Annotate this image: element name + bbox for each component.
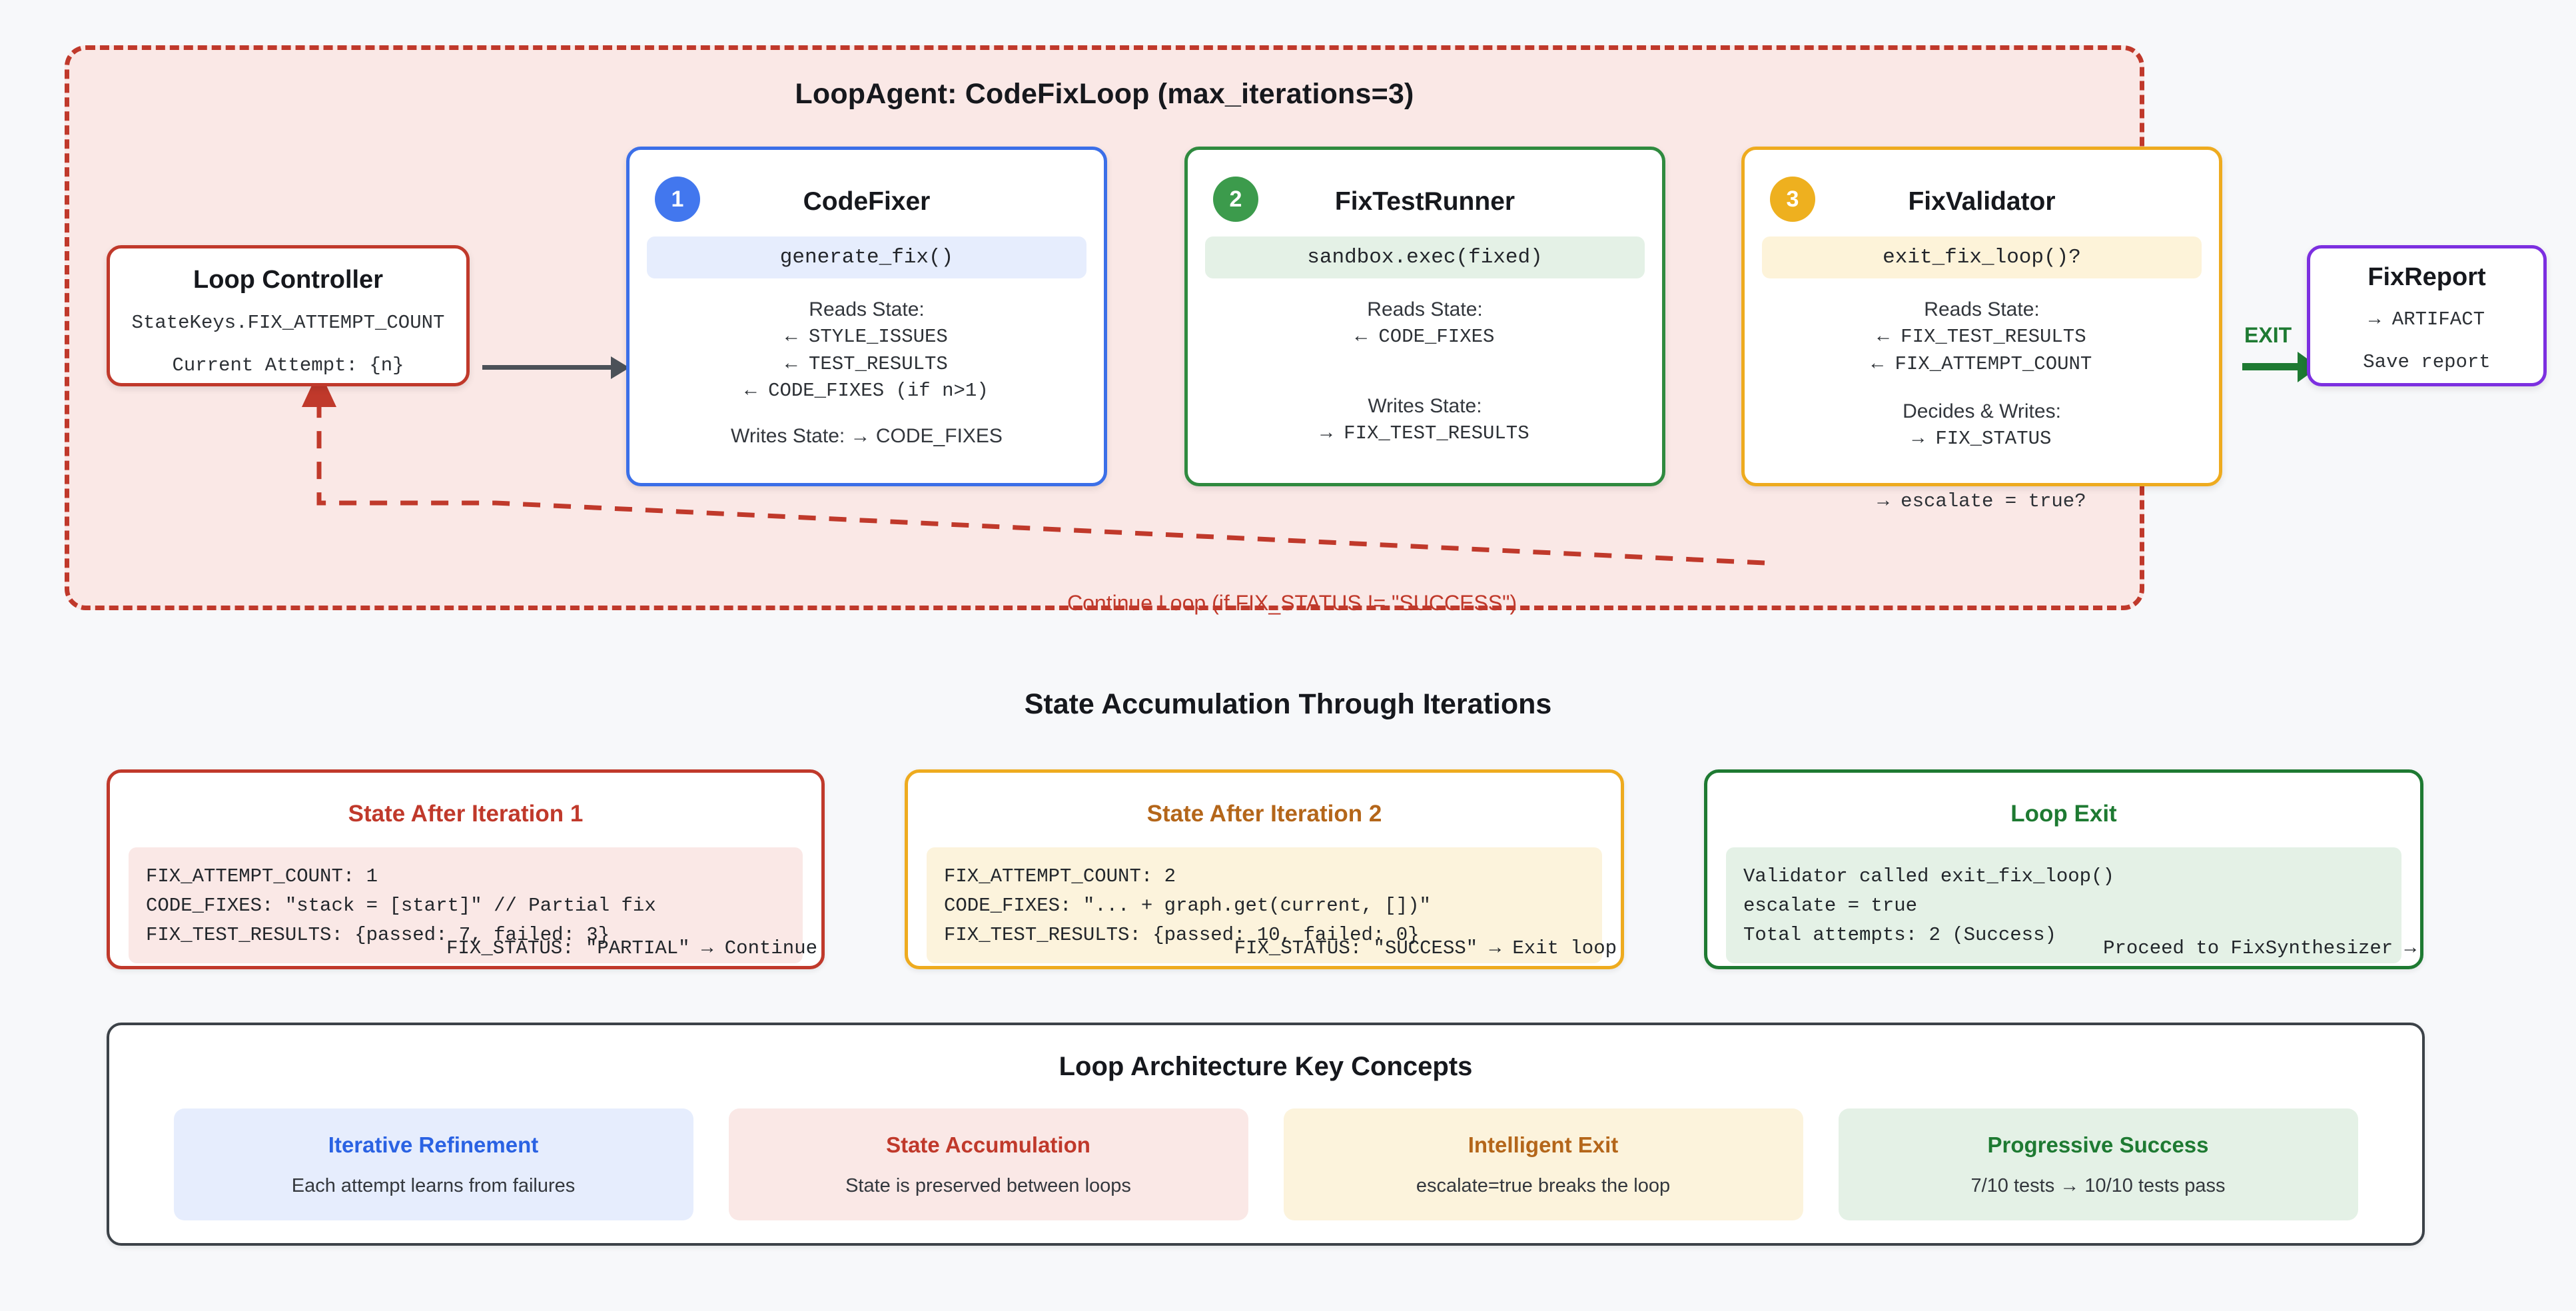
codefixer-step-badge: 1 [655,177,700,222]
fixtestrunner-title: FixTestRunner [1334,187,1515,216]
state-line: CODE_FIXES: "stack = [start]" // Partial… [146,895,656,917]
fixtestrunner-writes-label: Writes State: [1368,394,1482,417]
concept-desc: State is preserved between loops [845,1174,1131,1196]
state-card-footer: Proceed to FixSynthesizer → [2103,937,2416,959]
continue-loop-label: Continue Loop (if FIX_STATUS != "SUCCESS… [1067,591,1517,615]
state-card-title: State After Iteration 1 [348,801,584,827]
state-line: FIX_ATTEMPT_COUNT: 2 [944,865,1176,887]
state-line: CODE_FIXES: "... + graph.get(current, []… [944,895,1431,917]
codefixer-node[interactable]: 1 CodeFixer generate_fix() Reads State: … [626,147,1107,486]
state-line: Validator called exit_fix_loop() [1743,865,2114,887]
fixvalidator-escalate-note: → escalate = true? [1877,490,2086,512]
fixtestrunner-step-badge: 2 [1213,177,1258,222]
codefixer-writes-label: Writes State: → CODE_FIXES [731,424,1003,447]
concept-desc: escalate=true breaks the loop [1416,1174,1671,1196]
concept-card-progressive-success[interactable]: Progressive Success 7/10 tests → 10/10 t… [1838,1108,2358,1220]
codefixer-read-key: ← CODE_FIXES (if n>1) [745,380,989,402]
state-card-footer: FIX_STATUS: "PARTIAL" → Continue [446,937,817,959]
concept-title: Progressive Success [1987,1132,2209,1157]
fixvalidator-node[interactable]: 3 FixValidator exit_fix_loop()? Reads St… [1741,147,2222,512]
fixvalidator-read-key: ← FIX_ATTEMPT_COUNT [1871,352,2092,375]
state-line: FIX_TEST_RESULTS: {passed: 7, failed: 3} [146,924,610,947]
loop-controller-attempt: Current Attempt: {n} [172,354,404,377]
state-line: FIX_TEST_RESULTS: {passed: 10, failed: 0… [944,924,1420,947]
fixvalidator-reads-label: Reads State: [1924,298,2040,320]
arrow-exit-to-fixreport [2242,363,2299,370]
codefixer-read-key: ← TEST_RESULTS [785,352,948,375]
concept-card-iterative-refinement[interactable]: Iterative Refinement Each attempt learns… [173,1108,693,1220]
fixreport-artifact: → ARTIFACT [2368,308,2485,330]
codefixer-method-chip: generate_fix() [647,236,1086,278]
key-concepts-title: Loop Architecture Key Concepts [1059,1052,1473,1081]
fixreport-title: FixReport [2367,263,2486,291]
exit-label: EXIT [2244,323,2292,347]
fixvalidator-writes-label: Decides & Writes: [1903,400,2061,423]
arrow-controller-to-codefixer [482,365,612,370]
fixvalidator-title: FixValidator [1908,187,2056,216]
concept-title: Iterative Refinement [328,1132,539,1157]
concept-desc: 7/10 tests → 10/10 tests pass [1970,1174,2226,1196]
fixtestrunner-write-key: → FIX_TEST_RESULTS [1320,422,1529,444]
state-section-heading: State Accumulation Through Iterations [1024,688,1552,720]
state-card-footer: FIX_STATUS: "SUCCESS" → Exit loop [1234,937,1617,959]
codefixer-reads-label: Reads State: [809,298,925,320]
codefixer-read-key: ← STYLE_ISSUES [785,326,948,348]
state-card-body: Validator called exit_fix_loop() escalat… [1726,847,2401,964]
concept-desc: Each attempt learns from failures [291,1174,576,1196]
state-card-loop-exit[interactable]: Loop Exit Validator called exit_fix_loop… [1704,769,2423,969]
loop-controller-title: Loop Controller [193,266,383,294]
key-concepts-panel: Loop Architecture Key Concepts Iterative… [107,1023,2425,1246]
fixvalidator-write-key: → FIX_STATUS [1912,428,2052,450]
concept-card-state-accumulation[interactable]: State Accumulation State is preserved be… [728,1108,1248,1220]
key-concepts-row: Iterative Refinement Each attempt learns… [109,1108,2422,1220]
fixreport-save: Save report [2363,350,2491,373]
state-line: escalate = true [1743,895,1918,917]
loop-controller-statekey: StateKeys.FIX_ATTEMPT_COUNT [131,312,445,334]
fixtestrunner-read-key: ← CODE_FIXES [1355,326,1495,348]
fixtestrunner-reads-label: Reads State: [1367,298,1483,320]
state-card-body: FIX_ATTEMPT_COUNT: 1 CODE_FIXES: "stack … [129,847,803,964]
state-card-title: State After Iteration 2 [1146,801,1382,827]
state-line: Total attempts: 2 (Success) [1743,924,2056,947]
state-card-title: Loop Exit [2010,801,2117,827]
fixvalidator-step-badge: 3 [1770,177,1815,222]
fixtestrunner-method-chip: sandbox.exec(fixed) [1205,236,1645,278]
state-line: FIX_ATTEMPT_COUNT: 1 [146,865,378,887]
fixvalidator-read-key: ← FIX_TEST_RESULTS [1877,326,2086,348]
loop-agent-title: LoopAgent: CodeFixLoop (max_iterations=3… [795,78,1414,110]
fixvalidator-method-chip: exit_fix_loop()? [1762,236,2202,278]
loop-controller-node[interactable]: Loop Controller StateKeys.FIX_ATTEMPT_CO… [107,245,470,386]
fixtestrunner-node[interactable]: 2 FixTestRunner sandbox.exec(fixed) Read… [1184,147,1665,486]
codefixer-title: CodeFixer [803,187,931,216]
concept-title: Intelligent Exit [1468,1132,1619,1157]
concept-title: State Accumulation [886,1132,1090,1157]
state-card-iteration-1[interactable]: State After Iteration 1 FIX_ATTEMPT_COUN… [107,769,825,969]
state-card-body: FIX_ATTEMPT_COUNT: 2 CODE_FIXES: "... + … [927,847,1602,964]
state-card-iteration-2[interactable]: State After Iteration 2 FIX_ATTEMPT_COUN… [905,769,1624,969]
fixreport-node[interactable]: FixReport → ARTIFACT Save report [2307,245,2547,386]
concept-card-intelligent-exit[interactable]: Intelligent Exit escalate=true breaks th… [1283,1108,1803,1220]
